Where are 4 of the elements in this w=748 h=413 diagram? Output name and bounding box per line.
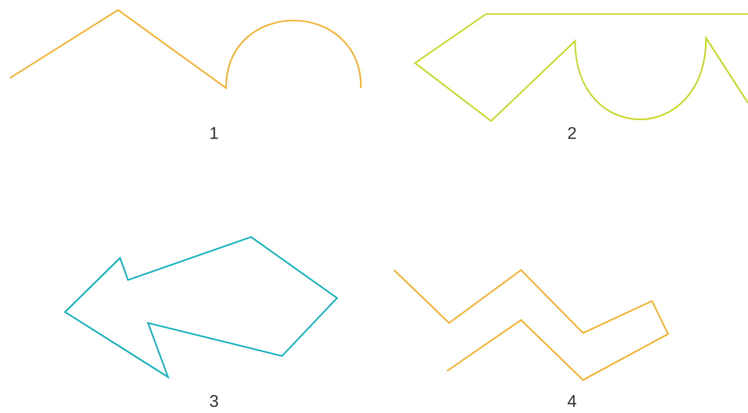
figure-number: 3 bbox=[210, 395, 218, 407]
figure-number: 4 bbox=[568, 395, 576, 407]
figure-number: 1 bbox=[210, 127, 218, 139]
figure-number: 2 bbox=[568, 127, 576, 139]
